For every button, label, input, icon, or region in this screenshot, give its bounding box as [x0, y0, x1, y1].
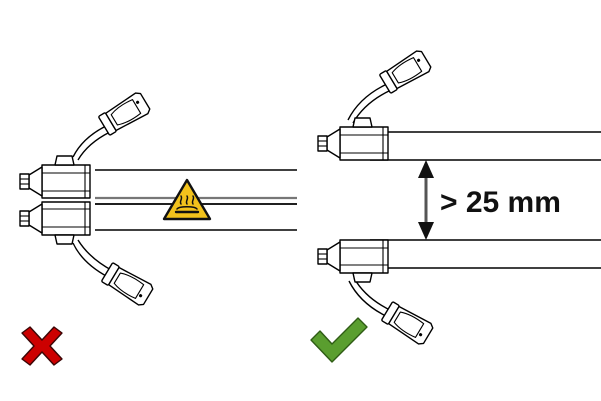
connector-tab: [352, 117, 373, 128]
plug-incorrect-lower: [101, 262, 154, 306]
panel-correct: > 25 mm: [310, 50, 601, 363]
connector-incorrect-lower: [19, 201, 154, 306]
connector-correct-lower: [317, 239, 434, 345]
plug-pin-dot: [138, 294, 143, 298]
plug-pin-dot: [135, 100, 140, 104]
cross-mark-icon: [21, 326, 63, 366]
cross-mark-shape: [21, 326, 63, 366]
dimension-label: > 25 mm: [440, 186, 561, 219]
tube-group-correct-lower: [370, 239, 601, 269]
panel-incorrect: [19, 92, 297, 366]
connector-body: [41, 201, 91, 236]
connector-body: [339, 239, 389, 274]
connector-nozzle: [317, 135, 328, 152]
cable-outer-edge: [348, 280, 389, 318]
heat-wave-right: [191, 195, 195, 205]
heat-wave-center: [185, 195, 189, 205]
connector-nozzle: [19, 210, 30, 227]
connector-tab: [352, 272, 373, 283]
plug-correct-upper: [379, 50, 432, 94]
dimension-arrowhead-bottom: [418, 222, 434, 240]
plug-pin-dot: [416, 58, 421, 62]
connector-tab: [54, 155, 75, 166]
hot-surface-glyph: [174, 195, 200, 214]
cable-outer-edge: [347, 83, 388, 121]
check-mark-shape: [310, 317, 368, 363]
plug-body-highlight: [391, 57, 423, 84]
connector-nozzle: [19, 173, 30, 190]
dimension-arrowhead-top: [418, 160, 434, 178]
cable-outer-edge: [72, 125, 107, 158]
cable-inner-edge: [77, 131, 111, 161]
connector-incorrect-upper: [19, 92, 151, 199]
plug-correct-lower: [381, 301, 434, 345]
clearance-dimension: > 25 mm: [418, 160, 561, 240]
heat-wave-left: [179, 195, 183, 205]
connector-body: [41, 164, 91, 199]
plug-pin-dot: [418, 333, 423, 337]
connector-correct-upper: [317, 50, 432, 161]
check-mark-icon: [310, 317, 368, 363]
plug-body-highlight: [393, 311, 425, 338]
hot-surface-warning-icon: [162, 178, 212, 221]
plug-incorrect-upper: [98, 92, 151, 136]
surface-dish: [176, 206, 198, 210]
tube-group-correct-upper: [370, 131, 601, 161]
cable-outer-edge: [72, 242, 109, 278]
plug-body-highlight: [110, 99, 142, 126]
plug-body-highlight: [113, 272, 145, 299]
connector-body: [339, 126, 389, 161]
connector-nozzle: [317, 248, 328, 265]
connector-tab: [54, 234, 75, 245]
cable-incorrect-upper: [72, 125, 111, 161]
